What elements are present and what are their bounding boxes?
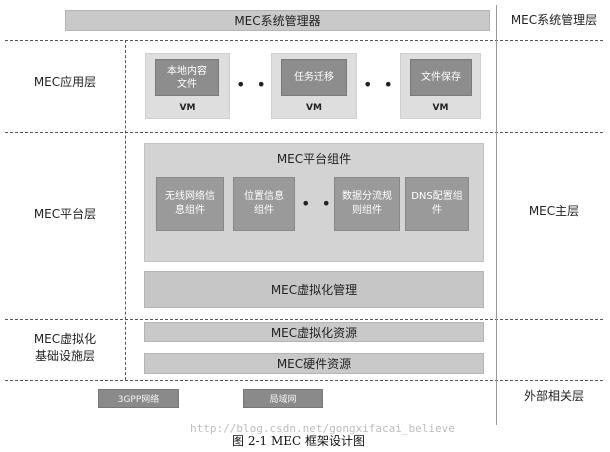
vm-2-content-text: 任务迁移 xyxy=(294,72,334,83)
data-offload-rules-component: 数据分流规 则组件 xyxy=(334,177,400,231)
mec-virtualization-management-bar: MEC虚拟化管理 xyxy=(144,271,484,308)
mec-host-layer-label: MEC主层 xyxy=(528,203,580,218)
dns-config-text: DNS配置组 件 xyxy=(411,191,463,216)
blog-watermark: http://blog.csdn.net/gongxifacai_believe xyxy=(190,422,455,435)
3gpp-network-text: 3GPP网络 xyxy=(117,395,160,405)
3gpp-network-box: 3GPP网络 xyxy=(98,389,179,408)
mec-application-layer-label: MEC应用层 xyxy=(33,74,97,89)
vm-1-content-text: 本地内容 文件 xyxy=(167,65,207,90)
vm-2-content: 任务迁移 xyxy=(281,59,347,96)
vm-3-content: 文件保存 xyxy=(410,59,472,96)
mec-hardware-resources-text: MEC硬件资源 xyxy=(276,357,352,371)
separator-app-platform xyxy=(5,132,603,133)
mec-virtualization-resources-text: MEC虚拟化资源 xyxy=(270,325,358,340)
mec-system-management-layer-label: MEC系统管理层 xyxy=(510,13,598,27)
vm-2-tag: VM xyxy=(306,103,322,113)
wireless-network-info-component: 无线网络信 息组件 xyxy=(156,177,224,231)
host-boundary-left xyxy=(125,40,126,380)
mec-virtualization-infrastructure-layer-label: MEC虚拟化 基础设施层 xyxy=(33,332,97,363)
right-column-divider xyxy=(496,5,497,425)
location-info-text: 位置信息 组件 xyxy=(244,191,284,216)
mec-system-manager-bar: MEC系统管理器 xyxy=(65,10,490,31)
lan-text: 局域网 xyxy=(269,395,297,405)
vm-3-tag: VM xyxy=(432,103,449,113)
separator-platform-infra xyxy=(5,319,603,320)
wireless-network-info-text: 无线网络信 息组件 xyxy=(165,191,215,216)
data-offload-rules-text: 数据分流规 则组件 xyxy=(342,191,392,216)
external-related-layer-label: 外部相关层 xyxy=(523,388,584,403)
platform-components-title: MEC平台组件 xyxy=(276,151,352,166)
vm-3-content-text: 文件保存 xyxy=(421,72,461,83)
mec-platform-layer-label: MEC平台层 xyxy=(33,206,97,221)
mec-virtualization-management-text: MEC虚拟化管理 xyxy=(270,283,358,297)
location-info-component: 位置信息 组件 xyxy=(233,177,295,231)
separator-top xyxy=(5,40,603,41)
vm-1-tag: VM xyxy=(179,103,196,113)
mec-virtualization-resources-bar: MEC虚拟化资源 xyxy=(144,322,484,342)
vm-1-content: 本地内容 文件 xyxy=(155,59,219,96)
figure-caption: 图 2-1 MEC 框架设计图 xyxy=(232,434,365,448)
mec-hardware-resources-bar: MEC硬件资源 xyxy=(144,353,484,374)
dns-config-component: DNS配置组 件 xyxy=(405,177,469,231)
lan-box: 局域网 xyxy=(243,389,323,408)
mec-system-manager-text: MEC系统管理器 xyxy=(234,14,321,28)
separator-infra-external xyxy=(5,380,603,381)
